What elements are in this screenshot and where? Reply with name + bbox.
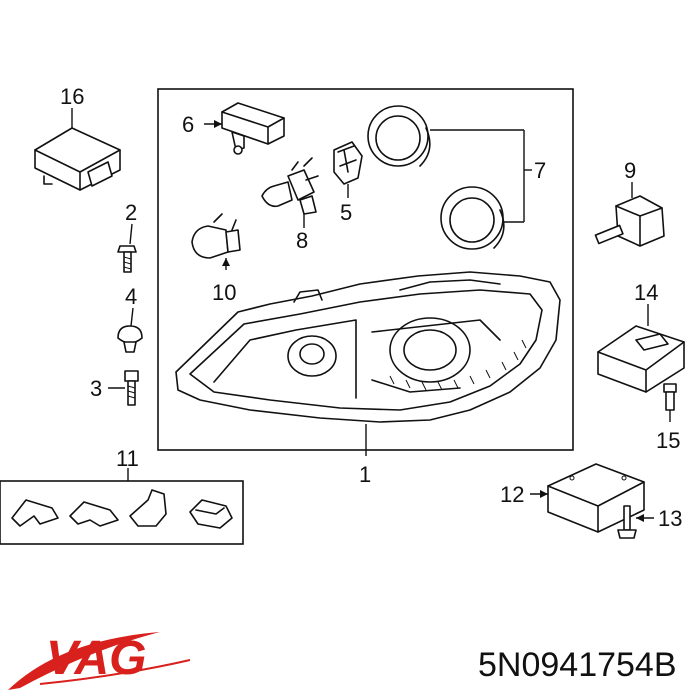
callout-6: 6 <box>182 112 194 137</box>
callout-5: 5 <box>340 200 352 225</box>
callout-10: 10 <box>212 280 236 305</box>
part-6-leveling-motor <box>221 102 285 155</box>
part-11-bracket-kit <box>11 489 233 529</box>
part-13-screw <box>617 505 637 539</box>
part-5-socket <box>333 141 363 185</box>
part-7-cap-upper <box>367 105 431 167</box>
part-10-bulb <box>191 213 241 259</box>
brand-logo-text: VAG <box>46 632 146 685</box>
callout-9: 9 <box>624 158 636 183</box>
callout-15: 15 <box>656 428 680 453</box>
part-7-cap-lower <box>440 186 505 250</box>
part-4-clip-nut <box>117 325 143 353</box>
part-8-bulb <box>261 157 319 215</box>
callout-8: 8 <box>296 228 308 253</box>
callout-14: 14 <box>634 280 658 305</box>
part-number: 5N0941754B <box>478 646 677 684</box>
part-9-xenon-bulb <box>594 195 665 247</box>
part-1-headlight-housing <box>175 271 561 423</box>
callout-13: 13 <box>658 506 682 531</box>
callout-3: 3 <box>90 376 102 401</box>
part-14-ballast <box>597 325 685 393</box>
callout-7: 7 <box>534 158 546 183</box>
part-3-bolt <box>124 370 139 406</box>
vag-logo-icon: VAG <box>8 632 191 690</box>
part-15-screw <box>663 383 677 411</box>
kit-frame <box>0 480 244 545</box>
callout-16: 16 <box>60 84 84 109</box>
callout-2: 2 <box>125 200 137 225</box>
callout-11: 11 <box>116 446 139 471</box>
callout-4: 4 <box>125 284 137 309</box>
callout-12: 12 <box>500 482 524 507</box>
part-12-control-unit <box>547 463 645 533</box>
part-2-screw <box>117 245 137 273</box>
part-16-control-module <box>34 127 121 191</box>
callout-1: 1 <box>359 462 371 487</box>
